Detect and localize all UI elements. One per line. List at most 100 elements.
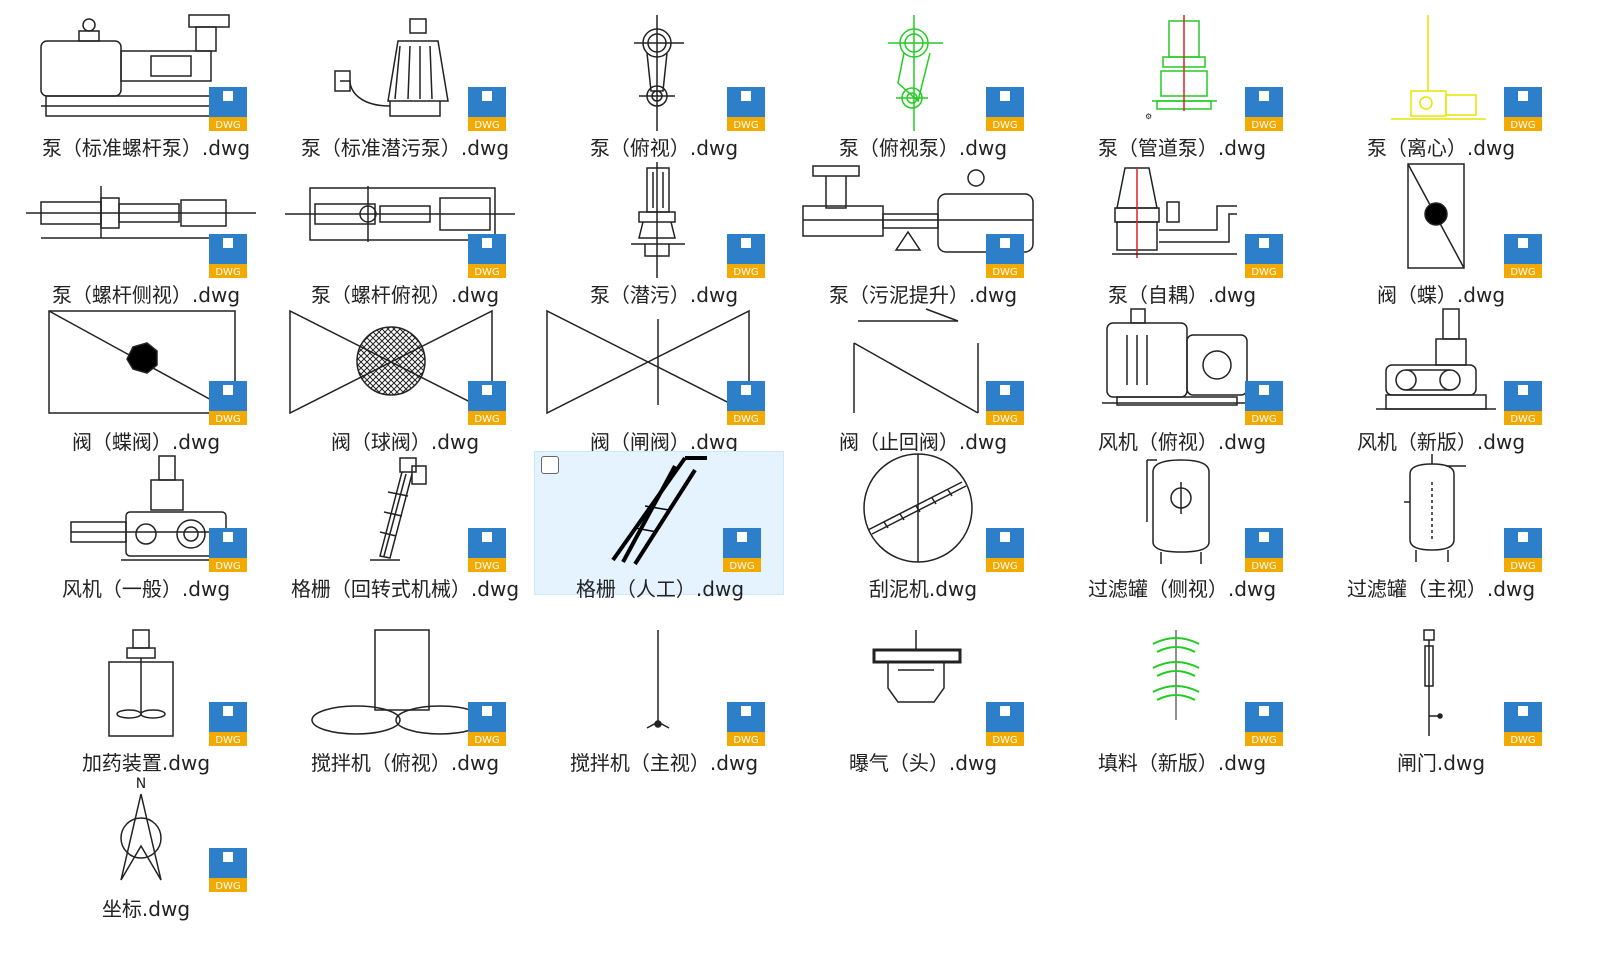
svg-text:DWG: DWG	[215, 414, 240, 425]
file-tile[interactable]: DWG 阀（止回阀）.dwg	[797, 304, 1047, 454]
file-tile[interactable]: DWG 泵（标准潜污泵）.dwg	[279, 10, 529, 160]
dwg-file-icon: DWG	[986, 87, 1024, 131]
pump-pipeline-icon: ⚙	[1145, 15, 1217, 121]
svg-text:DWG: DWG	[992, 735, 1017, 746]
file-tile[interactable]: DWG 泵（潜污）.dwg	[538, 157, 788, 307]
dwg-file-icon: DWG	[727, 702, 765, 746]
file-tile[interactable]: DWG 泵（离心）.dwg	[1315, 10, 1565, 160]
file-tile[interactable]: DWG 格栅（回转式机械）.dwg	[279, 451, 529, 629]
dwg-file-icon: DWG	[209, 381, 247, 425]
file-tile[interactable]: DWG 刮泥机.dwg	[797, 451, 1047, 601]
file-name: 泵（俯视）.dwg	[589, 136, 739, 160]
dwg-file-icon: DWG	[209, 848, 247, 892]
valve-gate-icon	[546, 309, 750, 415]
file-tile[interactable]: DWG 泵（自耦）.dwg	[1056, 157, 1306, 307]
dosing-unit-icon	[108, 629, 174, 737]
file-tile-selected[interactable]: DWG 格栅（人工）.dwg	[534, 451, 784, 601]
dwg-file-icon: DWG	[727, 381, 765, 425]
file-tile[interactable]: DWG 阀（蝶阀）.dwg	[20, 304, 270, 454]
dwg-file-icon: DWG	[1504, 381, 1542, 425]
file-tile[interactable]: DWG 过滤罐（侧视）.dwg	[1056, 451, 1306, 601]
file-tile[interactable]: DWG 泵（螺杆侧视）.dwg	[20, 157, 270, 307]
pump-screw-side-icon	[26, 186, 256, 239]
file-tile[interactable]: DWG 搅拌机（俯视）.dwg	[279, 625, 529, 775]
file-name: 填料（新版）.dwg	[1097, 751, 1267, 775]
file-tile[interactable]: DWG 泵（俯视）.dwg	[538, 10, 788, 160]
north-arrow-icon: N	[120, 776, 162, 881]
file-name: 阀（止回阀）.dwg	[838, 430, 1008, 454]
file-name: 泵（潜污）.dwg	[589, 283, 739, 307]
pump-screw-icon	[40, 14, 230, 117]
file-name: 阀（蝶）.dwg	[1376, 283, 1506, 307]
file-tile[interactable]: DWG 搅拌机（主视）.dwg	[538, 625, 788, 775]
file-name: 曝气（头）.dwg	[848, 751, 998, 775]
svg-text:DWG: DWG	[992, 561, 1017, 572]
file-name: 阀（球阀）.dwg	[330, 430, 480, 454]
svg-text:DWG: DWG	[215, 120, 240, 131]
file-name: 泵（自耦）.dwg	[1107, 283, 1257, 307]
file-tile[interactable]: DWG 阀（蝶）.dwg	[1315, 157, 1565, 307]
packing-media-icon	[1152, 630, 1200, 720]
file-tile[interactable]: DWG 阀（闸阀）.dwg	[538, 304, 788, 454]
dwg-file-icon: DWG	[468, 528, 506, 572]
file-tile[interactable]: DWG 泵（标准螺杆泵）.dwg	[20, 10, 270, 160]
svg-text:DWG: DWG	[474, 735, 499, 746]
svg-text:DWG: DWG	[215, 735, 240, 746]
dwg-file-icon: DWG	[1504, 87, 1542, 131]
file-name: 刮泥机.dwg	[868, 577, 978, 601]
file-tile[interactable]: DWG 泵（螺杆俯视）.dwg	[279, 157, 529, 307]
file-name: 坐标.dwg	[101, 897, 191, 921]
file-tile[interactable]: DWG 加药装置.dwg	[20, 625, 270, 775]
dwg-file-icon: DWG	[1245, 381, 1283, 425]
svg-text:DWG: DWG	[1251, 561, 1276, 572]
mixer-front-icon	[646, 630, 670, 729]
file-tile[interactable]: DWG 曝气（头）.dwg	[797, 625, 1047, 775]
file-tile[interactable]: DWG 风机（一般）.dwg	[20, 451, 270, 601]
pump-screw-top-icon	[285, 186, 515, 242]
dwg-file-icon: DWG	[468, 702, 506, 746]
mixer-top-icon	[311, 629, 485, 735]
svg-text:DWG: DWG	[1510, 414, 1535, 425]
file-tile[interactable]: DWG 风机（新版）.dwg	[1315, 304, 1565, 454]
pump-submersible-icon	[334, 18, 449, 117]
svg-text:DWG: DWG	[1251, 735, 1276, 746]
file-name: 泵（管道泵）.dwg	[1097, 136, 1267, 160]
file-name: 风机（新版）.dwg	[1356, 430, 1526, 454]
file-tile[interactable]: DWG 阀（球阀）.dwg	[279, 304, 529, 454]
svg-text:DWG: DWG	[474, 267, 499, 278]
file-tile[interactable]: DWG 闸门.dwg	[1315, 625, 1565, 775]
dwg-file-icon: DWG	[727, 87, 765, 131]
pump-sludge-icon	[802, 165, 1034, 253]
svg-text:DWG: DWG	[733, 120, 758, 131]
file-name: 泵（标准螺杆泵）.dwg	[41, 136, 251, 160]
file-name: 闸门.dwg	[1396, 751, 1486, 775]
pump-sewage-icon	[631, 162, 685, 278]
file-name: 阀（蝶阀）.dwg	[71, 430, 221, 454]
file-tile[interactable]: DWG 填料（新版）.dwg	[1056, 625, 1306, 775]
dwg-file-icon: DWG	[1504, 234, 1542, 278]
svg-text:DWG: DWG	[733, 267, 758, 278]
pump-top-icon	[634, 15, 684, 131]
dwg-file-icon: DWG	[1504, 528, 1542, 572]
file-name: 泵（俯视泵）.dwg	[838, 136, 1008, 160]
file-tile[interactable]: DWG 泵（俯视泵）.dwg	[797, 10, 1047, 160]
file-tile[interactable]: N DWG 坐标.dwg	[20, 771, 270, 921]
svg-text:DWG: DWG	[1251, 414, 1276, 425]
dwg-file-icon: DWG	[1504, 702, 1542, 746]
pump-autocoupling-icon	[1112, 167, 1237, 258]
svg-text:DWG: DWG	[1251, 267, 1276, 278]
file-tile[interactable]: DWG 风机（俯视）.dwg	[1056, 304, 1306, 454]
filter-tank-side-icon	[1146, 459, 1210, 564]
selection-checkbox[interactable]	[541, 456, 559, 474]
file-name: 加药装置.dwg	[81, 751, 211, 775]
file-name: 阀（闸阀）.dwg	[589, 430, 739, 454]
dwg-file-icon: DWG	[468, 234, 506, 278]
file-tile[interactable]: DWG 泵（污泥提升）.dwg	[797, 157, 1047, 307]
file-tile[interactable]: DWG 过滤罐（主视）.dwg	[1315, 451, 1565, 601]
dwg-file-icon: DWG	[209, 87, 247, 131]
file-name: 格栅（回转式机械）.dwg	[290, 577, 520, 601]
file-tile[interactable]: ⚙ DWG 泵（管道泵）.dwg	[1056, 10, 1306, 160]
svg-text:DWG: DWG	[733, 414, 758, 425]
svg-text:DWG: DWG	[474, 561, 499, 572]
